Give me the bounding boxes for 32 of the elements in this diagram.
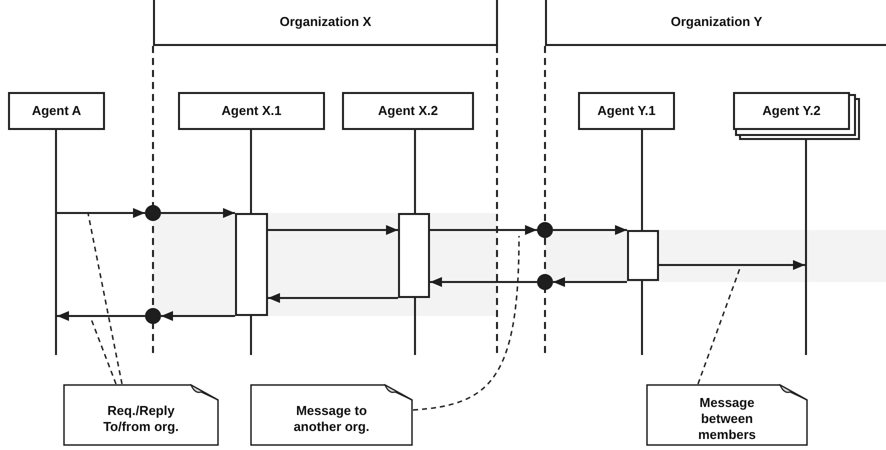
organization-header: Organization Y bbox=[545, 0, 886, 46]
boundary-dot bbox=[145, 205, 161, 221]
agent-box: Agent Y.1 bbox=[578, 92, 675, 130]
boundary-dot bbox=[145, 308, 161, 324]
activation-bar bbox=[235, 213, 268, 316]
message-arrow bbox=[430, 277, 537, 287]
note: Req./Reply To/from org. bbox=[63, 384, 219, 446]
organization-header: Organization X bbox=[153, 0, 498, 46]
message-arrow bbox=[268, 293, 398, 303]
message-arrow bbox=[553, 225, 627, 235]
boundary-dot bbox=[537, 222, 553, 238]
message-arrow bbox=[161, 208, 235, 218]
activation-bar bbox=[627, 230, 659, 281]
boundary-dot bbox=[537, 274, 553, 290]
message-arrow bbox=[659, 260, 805, 270]
agent-box: Agent X.1 bbox=[178, 92, 325, 130]
message-arrow bbox=[430, 225, 537, 235]
lifeline bbox=[805, 138, 807, 355]
agent-box: Agent X.2 bbox=[342, 92, 474, 130]
activation-bar bbox=[398, 213, 430, 298]
message-arrow bbox=[268, 225, 398, 235]
message-arrow bbox=[57, 311, 145, 321]
message-arrow bbox=[57, 208, 145, 218]
agent-box: Agent A bbox=[8, 92, 105, 130]
leader-line bbox=[87, 212, 123, 384]
lifeline bbox=[55, 130, 57, 355]
message-arrow bbox=[553, 277, 627, 287]
leader-line bbox=[697, 268, 741, 384]
note: Message between members bbox=[646, 384, 808, 446]
leader-line bbox=[412, 236, 520, 411]
message-arrow bbox=[161, 311, 235, 321]
note: Message to another org. bbox=[250, 384, 413, 446]
